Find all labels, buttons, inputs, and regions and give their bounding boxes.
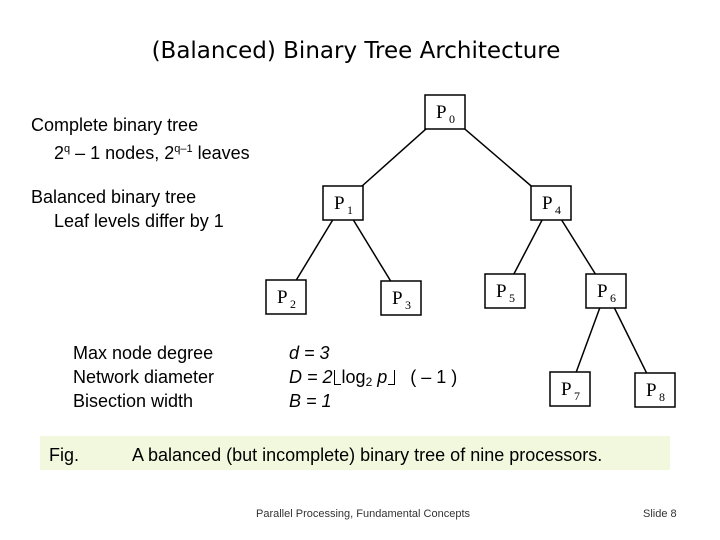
tree-node-subscript: 7	[574, 389, 580, 403]
figure-caption-bar	[40, 436, 670, 470]
tree-node-subscript: 8	[659, 390, 665, 404]
balanced-tree-detail: Leaf levels differ by 1	[54, 211, 224, 231]
complete-tree-heading: Complete binary tree	[31, 115, 199, 135]
tree-node-box	[265, 279, 307, 315]
tree-node-box	[549, 371, 591, 407]
tree-node-label: P	[646, 380, 657, 401]
tree-node-subscript: 3	[405, 298, 411, 312]
prop-label-degree: Max node degree	[73, 343, 214, 363]
prop-value-bisection: B = 1	[289, 391, 332, 411]
tree-node-subscript: 6	[610, 291, 616, 305]
balanced-tree-heading: Balanced binary tree	[31, 187, 197, 207]
tree-node-box	[585, 273, 627, 309]
tree-node-subscript: 0	[449, 112, 455, 126]
tree-node-label: P	[597, 281, 608, 302]
tree-node-label: P	[334, 193, 345, 214]
tree-node-subscript: 1	[347, 203, 353, 217]
tree-node-label: P	[561, 379, 572, 400]
tree-node-box	[424, 94, 466, 130]
floor-right-icon	[388, 370, 396, 385]
tree-node-box	[380, 280, 422, 316]
figure-caption: A balanced (but incomplete) binary tree …	[132, 445, 603, 465]
slide-title: (Balanced) Binary Tree Architecture	[151, 38, 561, 64]
footer-slide-number: Slide 8	[643, 508, 677, 520]
tree-node-box	[530, 185, 572, 221]
tree-node-label: P	[436, 102, 447, 123]
tree-node-subscript: 4	[555, 203, 561, 217]
prop-value-degree: d = 3	[289, 343, 330, 363]
tree-node-box	[484, 273, 526, 309]
floor-left-icon	[333, 370, 341, 385]
complete-tree-counts: 2q – 1 nodes, 2q–1 leaves	[54, 143, 250, 163]
figure-label: Fig.	[49, 445, 80, 465]
tree-node-label: P	[392, 288, 403, 309]
tree-node-label: P	[277, 287, 288, 308]
prop-label-bisection: Bisection width	[73, 391, 194, 411]
tree-node-box	[322, 185, 364, 221]
tree-node-label: P	[496, 281, 507, 302]
prop-label-diameter: Network diameter	[73, 367, 215, 387]
tree-node-subscript: 5	[509, 291, 515, 305]
footer-course: Parallel Processing, Fundamental Concept…	[256, 508, 471, 520]
tree-node-box	[634, 372, 676, 408]
tree-node-label: P	[542, 193, 553, 214]
tree-node-subscript: 2	[290, 297, 296, 311]
